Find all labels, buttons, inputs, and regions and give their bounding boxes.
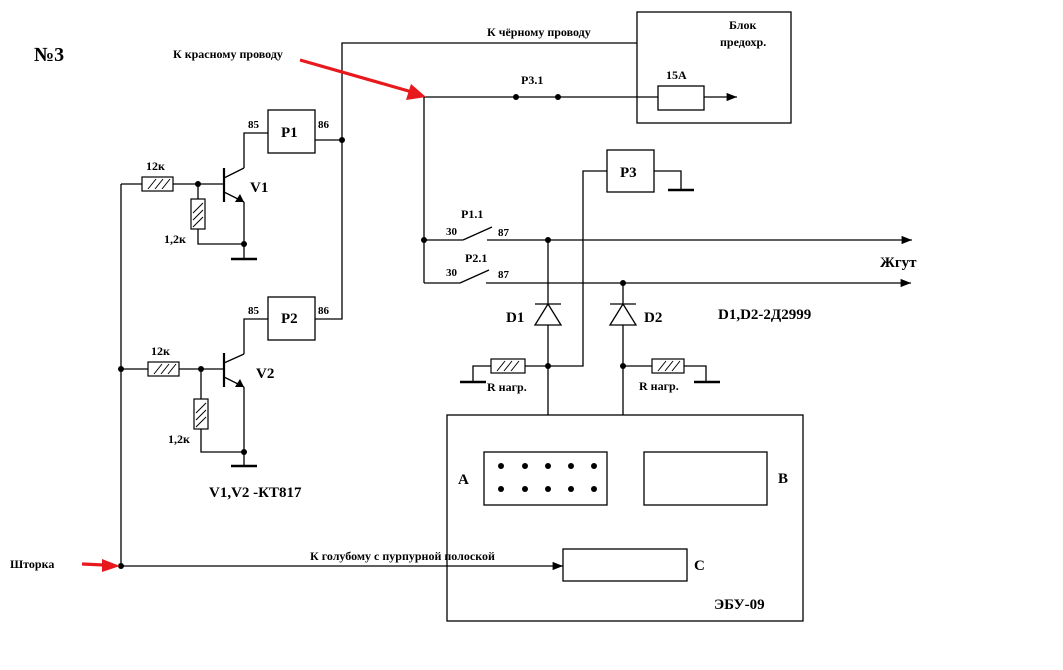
label-to-black-wire: К чёрному проводу <box>487 25 591 39</box>
resistor-1k2-v2 <box>193 369 244 453</box>
diode-d2-label: D2 <box>644 310 662 326</box>
relay-p3 <box>606 149 655 193</box>
contact-p11-label: P1.1 <box>461 207 483 221</box>
load-resistor-right-label: R нагр. <box>639 379 679 393</box>
resistor-12k-v2-label: 12к <box>151 344 170 358</box>
label-to-red-wire: К красному проводу <box>173 47 283 61</box>
red-arrow-shutter <box>81 559 120 572</box>
shutter-label: Шторка <box>10 557 54 571</box>
resistor-1k2-v2-label: 1,2к <box>168 432 190 446</box>
contact-p21-label: P2.1 <box>465 251 487 265</box>
relay-p2-pin86-wire <box>315 140 343 320</box>
load-resistor-right <box>623 358 720 384</box>
resistor-12k-v2 <box>118 361 224 377</box>
pin-30-p11: 30 <box>446 226 458 238</box>
ecu-connector-c <box>562 548 688 582</box>
pin-87-p21: 87 <box>498 269 510 281</box>
ecu-connector-c-label: C <box>694 558 705 574</box>
relay-p1 <box>267 109 316 154</box>
ecu-connector-a-label: A <box>458 472 469 488</box>
fuse-15a <box>657 85 705 111</box>
relay-p2 <box>267 296 316 341</box>
ecu-box <box>446 414 804 622</box>
fuse-rating: 15А <box>666 68 687 82</box>
relay-p2-pin85: 85 <box>248 305 260 317</box>
diode-type-note: D1,D2-2Д2999 <box>718 307 811 323</box>
transistor-v1-label: V1 <box>250 180 268 196</box>
relay-p2-pin86: 86 <box>318 305 330 317</box>
resistor-12k-v1-label: 12к <box>146 159 165 173</box>
relay-p1-label: P1 <box>281 125 298 141</box>
label-to-blue-wire: К голубому с пурпурной полоской <box>310 549 495 563</box>
pin-87-p11: 87 <box>498 227 510 239</box>
fuse-block-label-2: предохр. <box>720 35 766 49</box>
resistor-12k-v1 <box>121 176 224 192</box>
black-wire-line <box>341 38 684 140</box>
red-arrow-to-red-wire <box>299 58 426 100</box>
supply-line-p31 <box>424 92 737 102</box>
load-resistor-left-label: R нагр. <box>487 380 527 394</box>
ecu-connector-a <box>483 451 608 506</box>
contact-p21 <box>424 269 911 288</box>
fuse-block-label-1: Блок <box>729 18 757 32</box>
transistor-v1 <box>222 167 257 261</box>
ecu-name: ЭБУ-09 <box>714 597 765 613</box>
transistor-v2-label: V2 <box>256 366 274 382</box>
pin-30-p21: 30 <box>446 267 458 279</box>
diagram-number: №3 <box>34 44 64 66</box>
transistor-v2 <box>222 353 257 468</box>
harness-label: Жгут <box>880 255 917 271</box>
resistor-1k2-v1 <box>190 184 244 245</box>
relay-p1-pin85-wire <box>243 132 268 168</box>
relay-p1-pin85: 85 <box>248 119 260 131</box>
transistor-type-note: V1,V2 -КТ817 <box>209 485 302 501</box>
load-resistor-left <box>460 358 548 384</box>
relay-p1-pin86: 86 <box>318 119 330 131</box>
relay-p2-pin85-wire <box>243 318 268 354</box>
relay-p3-feed <box>548 170 607 367</box>
relay-p3-label: P3 <box>620 165 637 181</box>
contact-p31-label: P3.1 <box>521 73 543 87</box>
diode-d1-label: D1 <box>506 310 524 326</box>
ecu-connector-b-label: B <box>778 471 788 487</box>
ecu-connector-b <box>643 451 768 506</box>
relay-p3-ground <box>654 170 694 192</box>
resistor-1k2-v1-label: 1,2к <box>164 232 186 246</box>
relay-p2-label: P2 <box>281 311 298 327</box>
connector-a-pins <box>498 463 597 492</box>
